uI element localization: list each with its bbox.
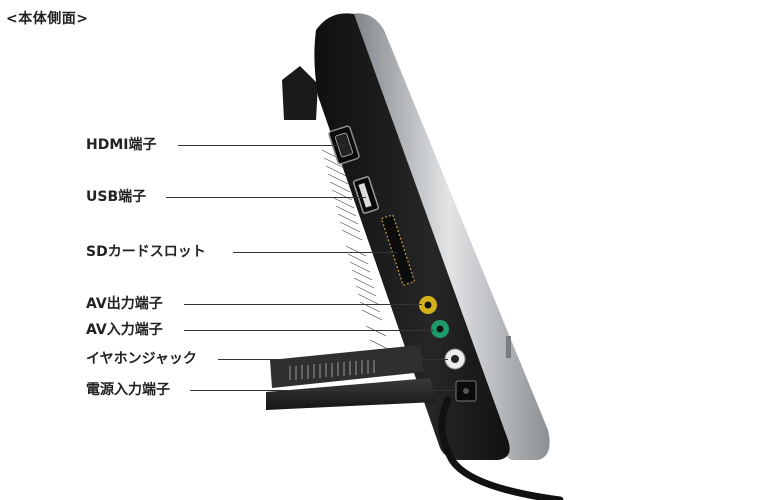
label-usb: USB端子 <box>86 189 147 205</box>
label-power: 電源入力端子 <box>86 382 170 398</box>
label-av-out: AV出力端子 <box>86 296 163 312</box>
earphone-jack <box>444 348 466 370</box>
leader-av-out <box>184 304 422 305</box>
leader-av-in <box>184 330 434 331</box>
device-bezel <box>350 13 550 460</box>
hdmi-port <box>328 125 360 165</box>
vent-slots <box>321 149 395 365</box>
side-tab <box>506 336 511 358</box>
page-title: <本体側面> <box>6 11 89 27</box>
leader-hdmi <box>178 145 344 146</box>
power-jack <box>455 380 477 402</box>
label-sd: SDカードスロット <box>86 244 206 260</box>
leader-power <box>190 390 458 391</box>
sd-card-slot <box>380 214 416 286</box>
label-hdmi: HDMI端子 <box>86 137 157 153</box>
label-av-in: AV入力端子 <box>86 322 163 338</box>
device-back-edge <box>282 66 318 120</box>
leader-earphone <box>218 359 448 360</box>
label-earphone: イヤホンジャック <box>86 351 197 367</box>
leader-usb <box>166 197 366 198</box>
device-body <box>314 13 510 460</box>
av-in-jack <box>431 320 449 338</box>
stand <box>266 345 436 410</box>
av-out-jack <box>419 296 437 314</box>
leader-sd <box>233 252 397 253</box>
power-cable <box>438 396 564 500</box>
